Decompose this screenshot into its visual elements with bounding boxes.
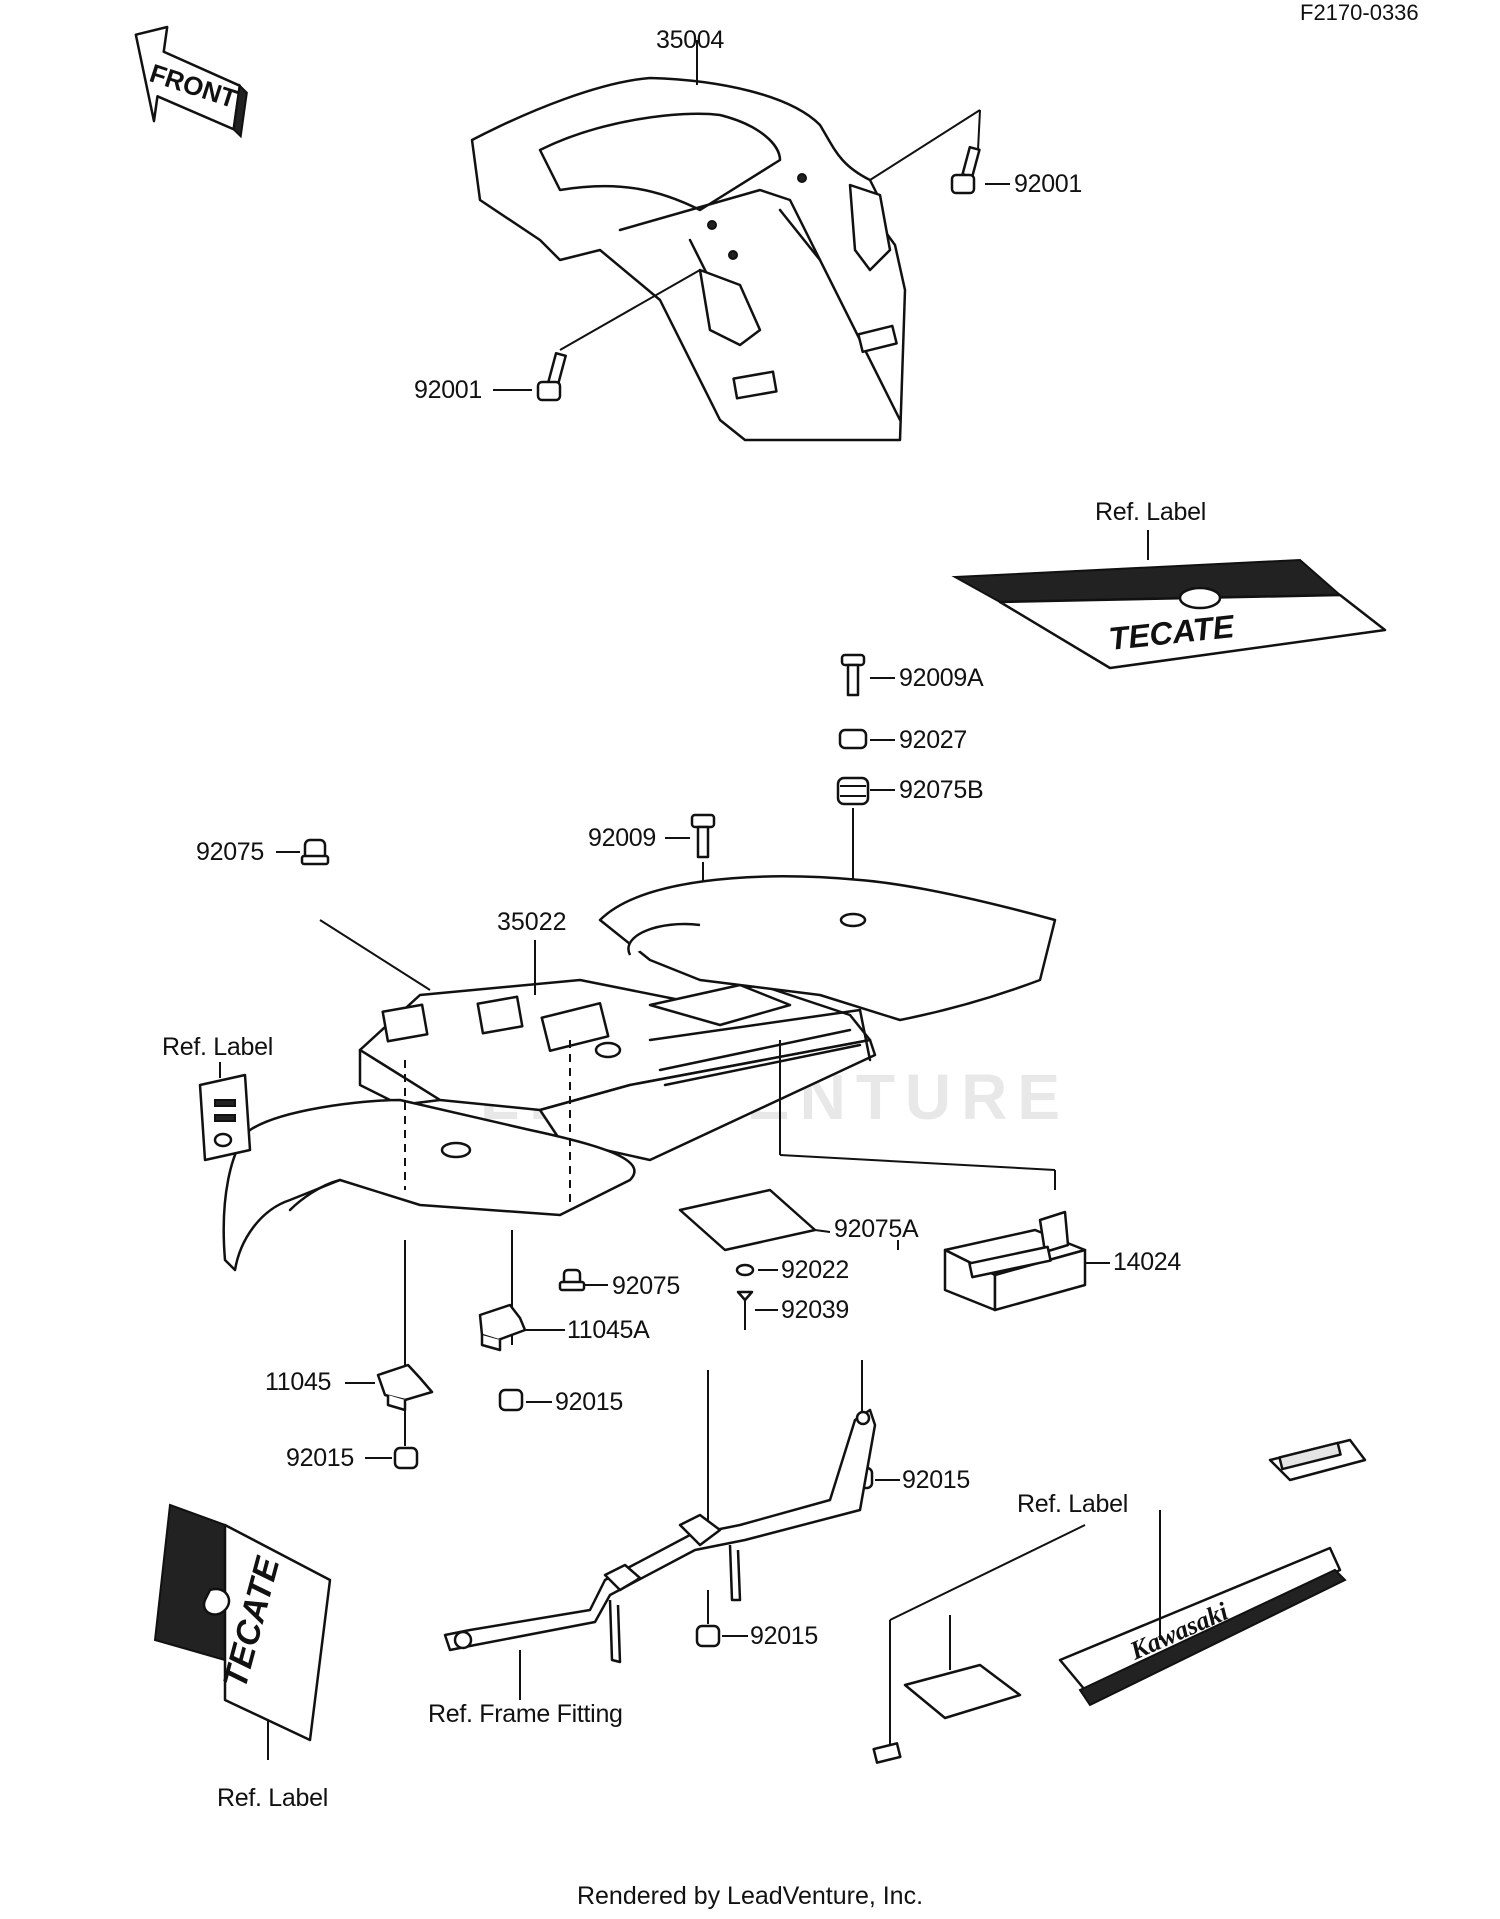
bracket-11045-icon bbox=[345, 1363, 434, 1412]
part-35004-label: 35004 bbox=[656, 26, 725, 54]
washer-92022-icon bbox=[735, 1263, 778, 1277]
part-92001-top-label: 92001 bbox=[1014, 170, 1083, 198]
rear-fender-body bbox=[222, 875, 1057, 1272]
part-11045-label: 11045 bbox=[265, 1368, 332, 1396]
ref-label-small-decal bbox=[198, 1062, 252, 1162]
front-arrow-icon: FRONT bbox=[134, 25, 248, 139]
part-92015-d-label: 92015 bbox=[750, 1622, 819, 1650]
part-11045A-label: 11045A bbox=[567, 1316, 650, 1344]
bolt-92009-icon bbox=[665, 813, 716, 895]
part-35022-label: 35022 bbox=[497, 908, 567, 936]
part-92009-label: 92009 bbox=[588, 824, 657, 852]
bolt-92001-right-icon bbox=[869, 109, 1010, 195]
part-92075B-label: 92075B bbox=[899, 776, 984, 804]
part-92015-a-label: 92015 bbox=[555, 1388, 624, 1416]
clip-92039-icon bbox=[736, 1290, 778, 1330]
collar-92027-icon bbox=[838, 728, 895, 750]
part-92001-left-label: 92001 bbox=[414, 376, 483, 404]
ref-label-left: Ref. Label bbox=[162, 1033, 273, 1061]
bolt-92001-left-icon bbox=[493, 269, 701, 402]
nut-92015-b-icon bbox=[365, 1410, 419, 1470]
tecate-decal-left: TECATE bbox=[153, 1503, 332, 1760]
footer-credit: Rendered by LeadVenture, Inc. bbox=[576, 1882, 924, 1910]
bolt-92009A-icon bbox=[840, 653, 895, 697]
part-92075A-label: 92075A bbox=[834, 1215, 919, 1243]
part-92027-label: 92027 bbox=[899, 726, 968, 754]
nut-92015-d-icon bbox=[695, 1370, 748, 1648]
ref-frame-fitting-label: Ref. Frame Fitting bbox=[428, 1700, 623, 1728]
case-14024-icon bbox=[943, 1210, 1110, 1312]
pad-92075A-icon bbox=[678, 1188, 831, 1252]
part-92075-top-label: 92075 bbox=[196, 838, 265, 866]
part-92015-c-label: 92015 bbox=[902, 1466, 971, 1494]
grommet-92075-bottom-icon bbox=[558, 1268, 608, 1292]
ref-label-bottom-right: Ref. Label bbox=[1017, 1490, 1128, 1518]
part-92022-label: 92022 bbox=[781, 1256, 850, 1284]
part-92075-bottom-label: 92075 bbox=[612, 1272, 681, 1300]
part-92009A-label: 92009A bbox=[899, 664, 984, 692]
tecate-decal-top: TECATE bbox=[951, 530, 1387, 670]
part-92015-b-label: 92015 bbox=[286, 1444, 355, 1472]
frame-fitting bbox=[443, 1408, 877, 1700]
rear-fender-flap bbox=[470, 76, 907, 442]
ref-label-top-right: Ref. Label bbox=[1095, 498, 1206, 526]
ref-label-bottom-left: Ref. Label bbox=[217, 1784, 328, 1812]
part-92039-label: 92039 bbox=[781, 1296, 850, 1324]
grommet-92075-top-icon bbox=[276, 838, 330, 866]
bracket-11045A-icon bbox=[478, 1303, 565, 1352]
kawasaki-decal: Kawasaki bbox=[872, 1438, 1367, 1764]
nut-92015-a-icon bbox=[498, 1388, 552, 1412]
diagram-code: F2170-0336 bbox=[1300, 0, 1419, 25]
part-14024-label: 14024 bbox=[1113, 1248, 1182, 1276]
